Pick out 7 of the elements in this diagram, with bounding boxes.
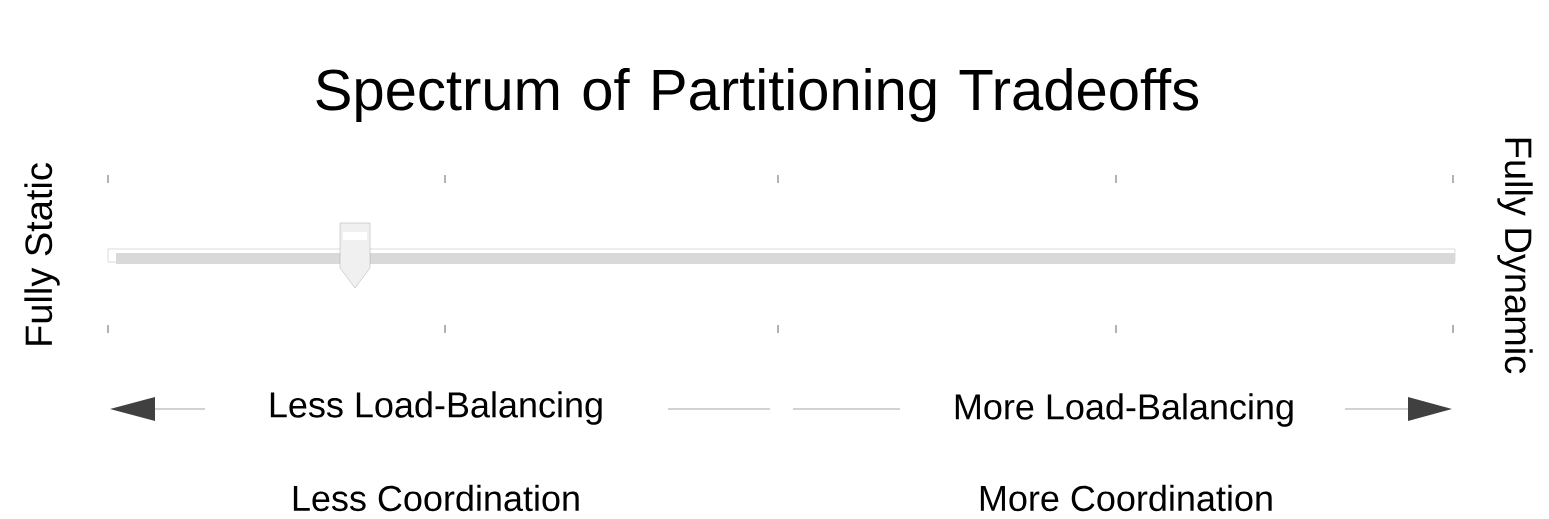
label-text: Fully Dynamic <box>1497 138 1533 374</box>
label-text: Less Load-Balancing <box>263 391 609 425</box>
label-text: More Load-Balancing <box>948 393 1300 427</box>
title: Spectrum of Partitioning Tradeoffs <box>316 67 1199 122</box>
label-text: More Coordination <box>980 484 1272 512</box>
label-text: Fully Static <box>24 163 60 345</box>
label-text: Less Coordination <box>293 484 579 512</box>
